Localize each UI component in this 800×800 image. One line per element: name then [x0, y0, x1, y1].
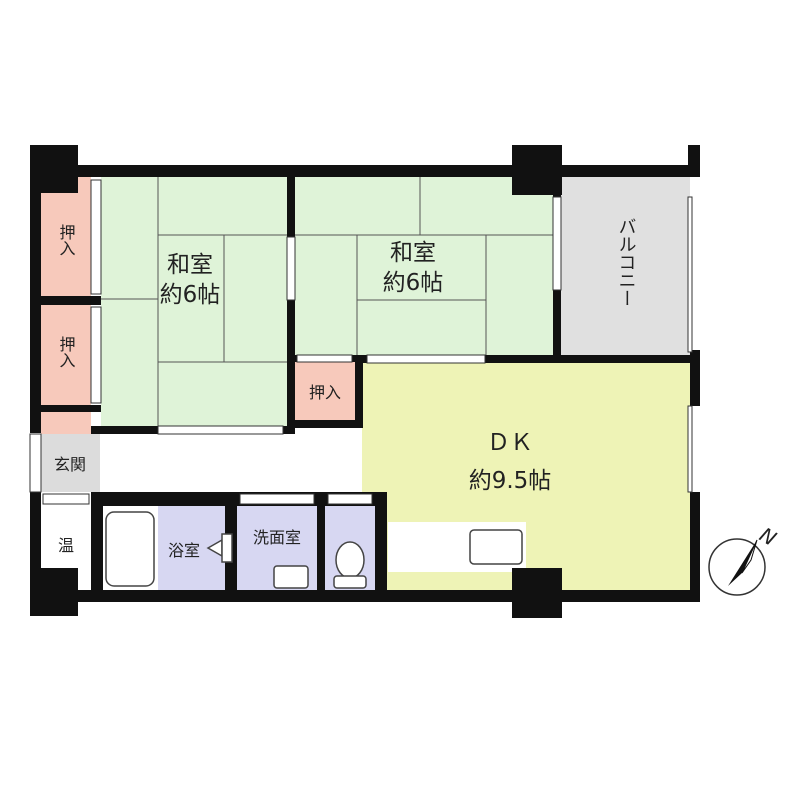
door-senmen: [239, 493, 315, 505]
oshiire-1-name: 押入: [57, 224, 76, 256]
onsui-floor: [41, 506, 91, 566]
dk-name: ＤＫ: [487, 430, 533, 456]
tatami-lines: [101, 177, 553, 426]
wall-toilet-right: [375, 492, 387, 602]
wall-washitsu-divider: [287, 177, 295, 237]
bathtub: [105, 511, 155, 587]
fusuma-bottom-west: [157, 425, 284, 435]
bath-heater: [221, 533, 233, 563]
fixtures: [105, 511, 523, 589]
wall-top: [30, 165, 700, 177]
fusuma-closet-2: [90, 306, 102, 404]
washitsu-west-size: 約6帖: [160, 282, 221, 308]
fusuma-closet-1: [90, 179, 102, 295]
wall-toilet-divider: [317, 506, 325, 590]
compass-ring: [708, 538, 766, 596]
dk-size: 約9.5帖: [469, 468, 552, 494]
compass: N: [708, 522, 781, 596]
yokushitsu-name: 浴室: [168, 541, 200, 560]
kitchen-sink: [469, 529, 523, 565]
fusuma-west-east: [286, 236, 296, 301]
window-dk-right: [687, 405, 693, 493]
wall-balcony-divider: [553, 290, 561, 362]
oshiire-1-floor: [41, 195, 91, 296]
compass-label: N: [756, 522, 781, 550]
wall-washitsu-divider: [287, 300, 295, 426]
wall-closet-divider: [41, 405, 101, 412]
wall-left-upper: [30, 165, 41, 433]
genkan-floor: [30, 434, 100, 492]
balcony-name: バルコニー: [616, 217, 637, 307]
door-genkan: [29, 433, 42, 493]
wall-oshiire3-right: [355, 355, 363, 428]
wall-east-bottom: [362, 355, 690, 363]
compass-needle-tail-icon: [741, 539, 758, 574]
washitsu-west-name: 和室: [167, 252, 213, 278]
wall-oshiire3-bottom: [287, 420, 363, 428]
washitsu-west-floor: [101, 177, 287, 426]
oshiire-3-floor: [295, 362, 355, 420]
senmenshitsu-name: 洗面室: [253, 528, 301, 547]
washitsu-east-name: 和室: [390, 240, 436, 266]
wall-right-lower: [690, 492, 700, 602]
labels: 和室 約6帖 和室 約6帖 ＤＫ 約9.5帖 バルコニー 押入 押入 押入 玄関…: [54, 217, 637, 560]
oshiire-2-name: 押入: [57, 336, 76, 368]
washitsu-east-size: 約6帖: [383, 270, 444, 296]
onsui-name: 温: [58, 536, 74, 555]
door-onsui: [42, 493, 90, 505]
compass-needle-icon: [728, 540, 757, 586]
openings: [29, 179, 693, 505]
wall-closet-divider: [41, 296, 101, 305]
toilet-tank: [333, 575, 367, 589]
wall-balcony-divider: [553, 177, 561, 197]
fusuma-east-dk: [366, 354, 486, 364]
oshiire-2-floor: [41, 305, 91, 405]
wall-onsui-right: [91, 506, 103, 602]
window-balcony-right: [687, 196, 693, 353]
door-toilet: [327, 493, 373, 505]
fusuma-balcony: [552, 196, 562, 291]
balcony-floor: [561, 177, 690, 355]
toilet-bowl: [335, 541, 365, 579]
washbasin: [273, 565, 309, 589]
genkan-name: 玄関: [54, 455, 86, 474]
wall-bottom: [30, 590, 700, 602]
genkan-step-floor: [41, 412, 91, 434]
wall-left-lower: [30, 492, 41, 616]
oshiire-3-name: 押入: [309, 383, 341, 402]
wall-right-mid: [690, 350, 700, 406]
washitsu-east-floor: [295, 177, 553, 355]
door-oshiire3: [296, 354, 353, 363]
room-fills: [30, 177, 690, 592]
